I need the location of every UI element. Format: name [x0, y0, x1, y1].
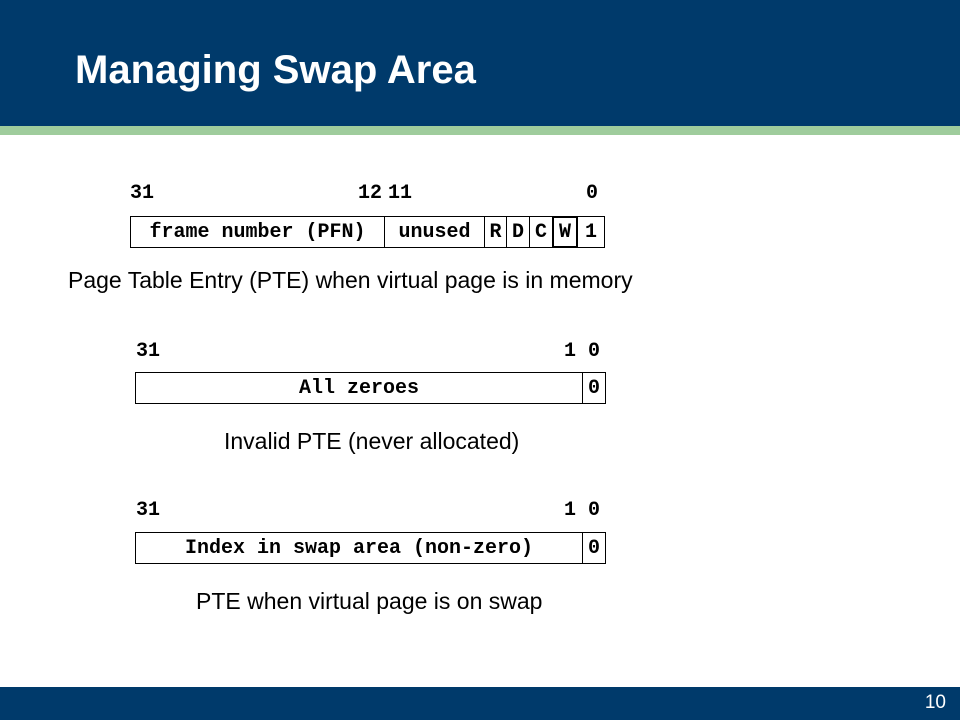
- bit-0-label: 0: [587, 340, 600, 363]
- w-bit-field: W: [552, 216, 578, 248]
- pfn-field: frame number (PFN): [130, 216, 385, 248]
- header-stripe: [0, 126, 960, 135]
- bit-11-label: 11: [388, 182, 413, 205]
- bit-31-label: 31: [136, 340, 161, 363]
- slide-title: Managing Swap Area: [75, 48, 476, 92]
- page-number: 10: [924, 692, 946, 713]
- bit-31-label: 31: [136, 499, 161, 522]
- pte-in-memory-caption: Page Table Entry (PTE) when virtual page…: [68, 267, 633, 293]
- pte-invalid-caption: Invalid PTE (never allocated): [224, 428, 520, 454]
- bit-31-label: 31: [130, 182, 155, 205]
- unused-field: unused: [384, 216, 485, 248]
- bit-0-label: 0: [585, 182, 598, 205]
- valid-bit-field: 0: [582, 532, 606, 564]
- pte-on-swap-caption: PTE when virtual page is on swap: [196, 588, 543, 614]
- swap-index-field: Index in swap area (non-zero): [135, 532, 583, 564]
- bit-0-label: 0: [587, 499, 600, 522]
- bit-1-label: 1: [563, 340, 576, 363]
- header-bar: [0, 0, 960, 126]
- c-bit-field: C: [529, 216, 553, 248]
- d-bit-field: D: [506, 216, 530, 248]
- valid-bit-field: 0: [582, 372, 606, 404]
- bit-1-label: 1: [563, 499, 576, 522]
- bit-12-label: 12: [357, 182, 382, 205]
- valid-bit-field: 1: [577, 216, 605, 248]
- r-bit-field: R: [484, 216, 507, 248]
- footer-bar: [0, 687, 960, 720]
- all-zeroes-field: All zeroes: [135, 372, 583, 404]
